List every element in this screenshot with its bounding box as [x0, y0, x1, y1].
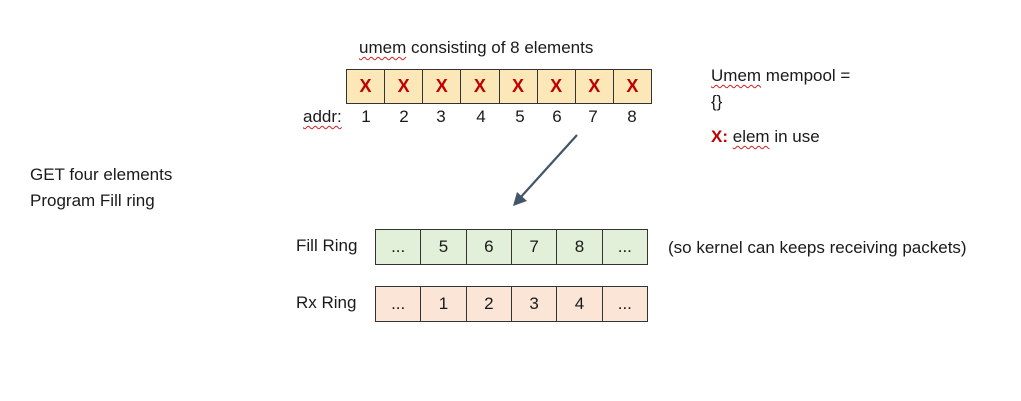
rx-ring-cell: 3 — [512, 287, 558, 321]
legend: X: elem in use — [711, 127, 820, 147]
legend-symbol: X: — [711, 127, 728, 146]
umem-cell: X — [347, 70, 386, 103]
fill-ring-note: (so kernel can keeps receiving packets) — [668, 238, 967, 257]
addr-number: 6 — [552, 107, 562, 126]
umem-cell: X — [626, 76, 639, 96]
rx-ring-cell: 1 — [421, 287, 467, 321]
addr-number: 2 — [399, 107, 409, 126]
addr-number: 5 — [515, 107, 525, 126]
umem-array: X X X X X X X X — [346, 69, 652, 104]
fill-ring-cell: 8 — [557, 230, 603, 264]
legend-word: elem — [732, 127, 770, 146]
mempool-line2: {} — [711, 92, 723, 111]
umem-cell: X — [461, 70, 500, 103]
umem-title-rest: consisting of 8 elements — [406, 38, 594, 57]
umem-cell: X — [385, 70, 424, 103]
addr-number: 7 — [588, 107, 598, 126]
rx-ring-cell: 2 — [467, 287, 512, 321]
addr-number: 4 — [476, 107, 486, 126]
umem-cell: X — [538, 70, 576, 103]
fill-ring: ... 5 6 7 8 ... — [375, 229, 648, 265]
rx-ring-label: Rx Ring — [296, 293, 357, 312]
step-line-1: GET four elements — [30, 165, 173, 184]
fill-ring-cell: 6 — [467, 230, 512, 264]
fill-ring-cell: ... — [617, 237, 632, 256]
addr-label: addr: — [303, 107, 342, 126]
rx-ring: ... 1 2 3 4 ... — [375, 286, 648, 322]
legend-rest: in use — [769, 127, 820, 146]
fill-ring-cell: ... — [376, 230, 422, 264]
fill-ring-label: Fill Ring — [296, 236, 358, 255]
step-line-2: Program Fill ring — [30, 191, 155, 210]
umem-cell: X — [500, 70, 538, 103]
mempool-line1: Umem mempool = — [711, 66, 850, 86]
rx-ring-cell: ... — [376, 287, 422, 321]
umem-title: umem consisting of 8 elements — [359, 38, 593, 58]
rx-ring-cell: ... — [617, 294, 632, 313]
umem-title-word: umem — [359, 38, 407, 57]
fill-ring-cell: 7 — [512, 230, 558, 264]
mempool-word: Umem — [711, 66, 762, 85]
arrow-icon — [513, 134, 578, 206]
addr-number: 1 — [361, 107, 371, 126]
rx-ring-cell: 4 — [557, 287, 603, 321]
addr-number: 3 — [436, 107, 446, 126]
umem-cell: X — [423, 70, 462, 103]
umem-cell: X — [576, 70, 614, 103]
fill-ring-cell: 5 — [421, 230, 467, 264]
addr-number: 8 — [627, 107, 637, 126]
mempool-rest: mempool = — [761, 66, 851, 85]
